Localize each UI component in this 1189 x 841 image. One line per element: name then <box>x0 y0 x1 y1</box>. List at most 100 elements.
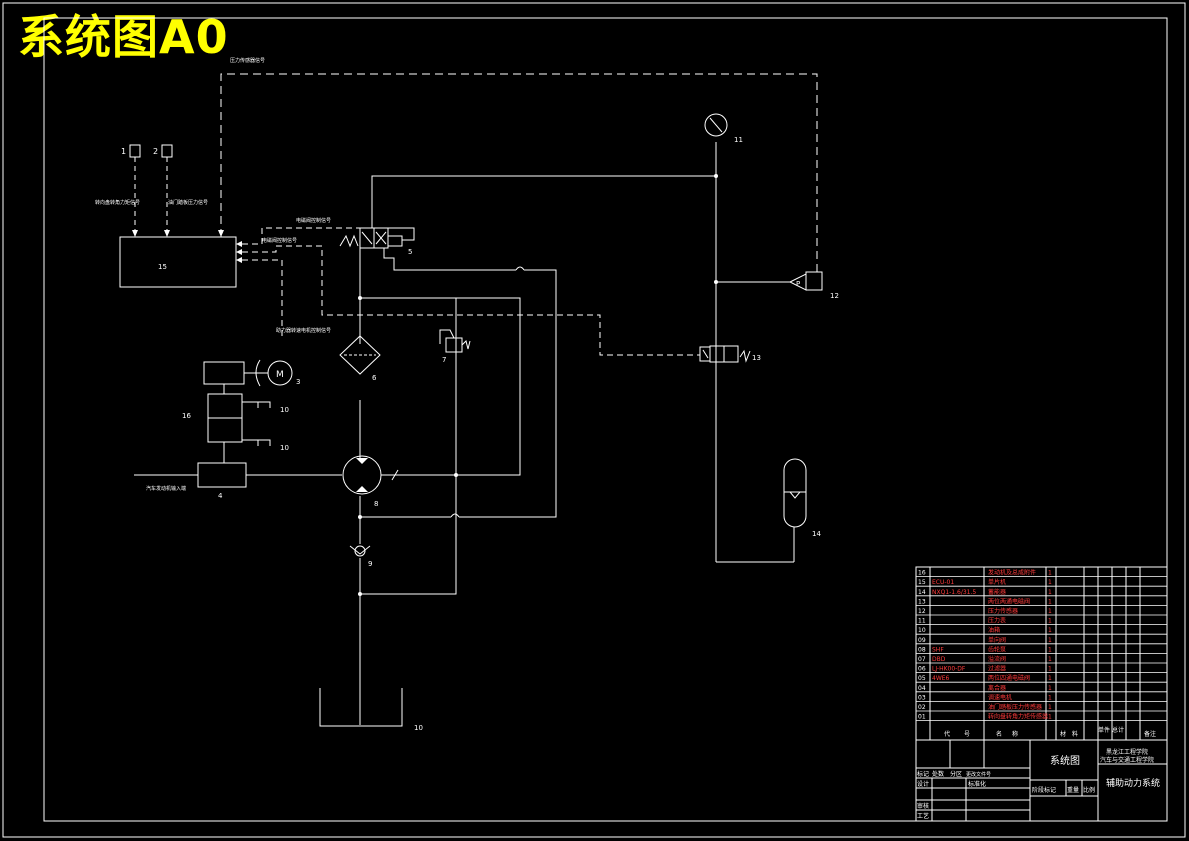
tank-10 <box>319 688 403 727</box>
parts-row-number: 08 <box>918 646 926 653</box>
parts-row-number: 01 <box>918 714 926 721</box>
motor-signal-label: 助力器转速电机控制信号 <box>276 327 331 334</box>
tb-count: 处数 <box>932 770 944 778</box>
tb-process: 工艺 <box>917 812 929 820</box>
parts-row-name: 油箱 <box>988 626 1000 634</box>
relief-valve-number: 7 <box>442 356 446 364</box>
parts-row-qty: 1 <box>1048 656 1052 663</box>
filter-6 <box>339 335 381 375</box>
arrow-feedback <box>218 230 224 237</box>
parts-row-qty: 1 <box>1048 694 1052 701</box>
parts-row-name: 调速电机 <box>988 693 1012 701</box>
parts-row-name: 单片机 <box>988 578 1006 586</box>
parts-row-code: LJ-HK00-DF <box>932 666 966 673</box>
parts-row-qty: 1 <box>1048 637 1052 644</box>
relief-valve-7 <box>439 329 471 353</box>
drain-number-2: 10 <box>280 444 289 452</box>
motor-number: 3 <box>296 378 300 386</box>
sensor-1 <box>129 144 141 158</box>
tb-change: 更改文件号 <box>966 771 991 778</box>
parts-row-qty: 1 <box>1048 608 1052 615</box>
gear-pump-8 <box>342 455 399 495</box>
parts-row-number: 10 <box>918 627 926 634</box>
pressure-sensor-symbol: P <box>796 280 800 288</box>
parts-row-qty: 1 <box>1048 579 1052 586</box>
solenoid-valve-13 <box>699 345 751 363</box>
pressure-feedback-label: 压力传感器信号 <box>230 57 265 64</box>
input-signal-2-label: 油门踏板压力信号 <box>168 199 208 206</box>
valve-5-number: 5 <box>408 248 412 256</box>
parts-row-name: 齿轮泵 <box>988 645 1006 653</box>
parts-row-number: 13 <box>918 598 926 605</box>
parts-row-qty: 1 <box>1048 598 1052 605</box>
accumulator-number: 14 <box>812 530 821 538</box>
parts-row-name: 两位两通电磁阀 <box>988 597 1030 605</box>
parts-row-number: 16 <box>918 570 926 577</box>
ecu-number: 15 <box>158 263 167 271</box>
clutch-number: 4 <box>218 492 223 500</box>
sensor-1-number: 1 <box>121 147 126 156</box>
parts-row-qty: 1 <box>1048 704 1052 711</box>
school-name-1: 黑龙江工程学院 <box>1106 748 1148 756</box>
motor-assembly <box>197 359 293 488</box>
accumulator-14 <box>783 458 807 528</box>
tb-stage: 阶段标记 <box>1032 786 1056 794</box>
tank-number: 10 <box>414 724 423 732</box>
school-name-2: 汽车与交通工程学院 <box>1100 756 1154 764</box>
parts-row-qty: 1 <box>1048 714 1052 721</box>
pressure-feedback-line <box>220 73 818 272</box>
pressure-gauge-11 <box>704 113 728 137</box>
parts-row-number: 12 <box>918 608 926 615</box>
pressure-sensor-number: 12 <box>830 292 839 300</box>
arrow-in1 <box>132 230 138 237</box>
parts-row-name: 单向阀 <box>988 636 1006 644</box>
gauge-number: 11 <box>734 136 743 144</box>
parts-row-number: 11 <box>918 618 926 625</box>
parts-row-code: DBD <box>932 656 946 663</box>
tb-review: 审核 <box>917 802 929 810</box>
inner-border <box>43 17 1168 822</box>
valve-13-number: 13 <box>752 354 761 362</box>
parts-row-number: 06 <box>918 666 926 673</box>
engine-input-label: 汽车发动机输入端 <box>146 485 186 492</box>
parts-row-number: 09 <box>918 637 926 644</box>
sol-a-signal-label: 电磁阀控制信号 <box>296 217 331 224</box>
engine-number: 16 <box>182 412 191 420</box>
parts-row-name: 压力传感器 <box>988 607 1018 615</box>
drain-number-1: 10 <box>280 406 289 414</box>
sensor-2-number: 2 <box>153 147 158 156</box>
filter-number: 6 <box>372 374 377 382</box>
parts-row-number: 05 <box>918 675 926 682</box>
parts-row-number: 07 <box>918 656 926 663</box>
col-material: 材料 <box>1060 730 1084 738</box>
parts-row-number: 15 <box>918 579 926 586</box>
arrow-in2 <box>164 230 170 237</box>
tb-design: 设计 <box>917 780 929 788</box>
parts-row-name: 油门踏板压力传感器 <box>988 703 1042 711</box>
hydraulic-lines <box>134 142 795 725</box>
parts-row-qty: 1 <box>1048 627 1052 634</box>
parts-row-name: 转向盘转角力矩传感器 <box>988 713 1048 721</box>
check-valve-number: 9 <box>368 560 372 568</box>
parts-row-name: 发动机及总成附件 <box>988 569 1036 577</box>
parts-row-number: 02 <box>918 704 926 711</box>
check-valve-9 <box>349 545 371 557</box>
parts-row-qty: 1 <box>1048 675 1052 682</box>
tb-weight: 重量 <box>1067 786 1079 794</box>
tb-scale: 比例 <box>1083 786 1095 794</box>
parts-row-qty: 1 <box>1048 646 1052 653</box>
parts-row-number: 14 <box>918 589 926 596</box>
parts-row-qty: 1 <box>1048 589 1052 596</box>
motor-symbol: M <box>276 370 284 380</box>
col-remarks: 备注 <box>1144 730 1156 738</box>
parts-row-qty: 1 <box>1048 618 1052 625</box>
parts-row-qty: 1 <box>1048 685 1052 692</box>
col-name: 名称 <box>996 730 1028 738</box>
parts-row-code: SHF <box>932 646 944 653</box>
tb-zone: 分区 <box>950 770 962 778</box>
tb-standard: 标准化 <box>968 780 986 788</box>
parts-row-number: 03 <box>918 694 926 701</box>
parts-row-name: 蓄能器 <box>988 588 1006 596</box>
